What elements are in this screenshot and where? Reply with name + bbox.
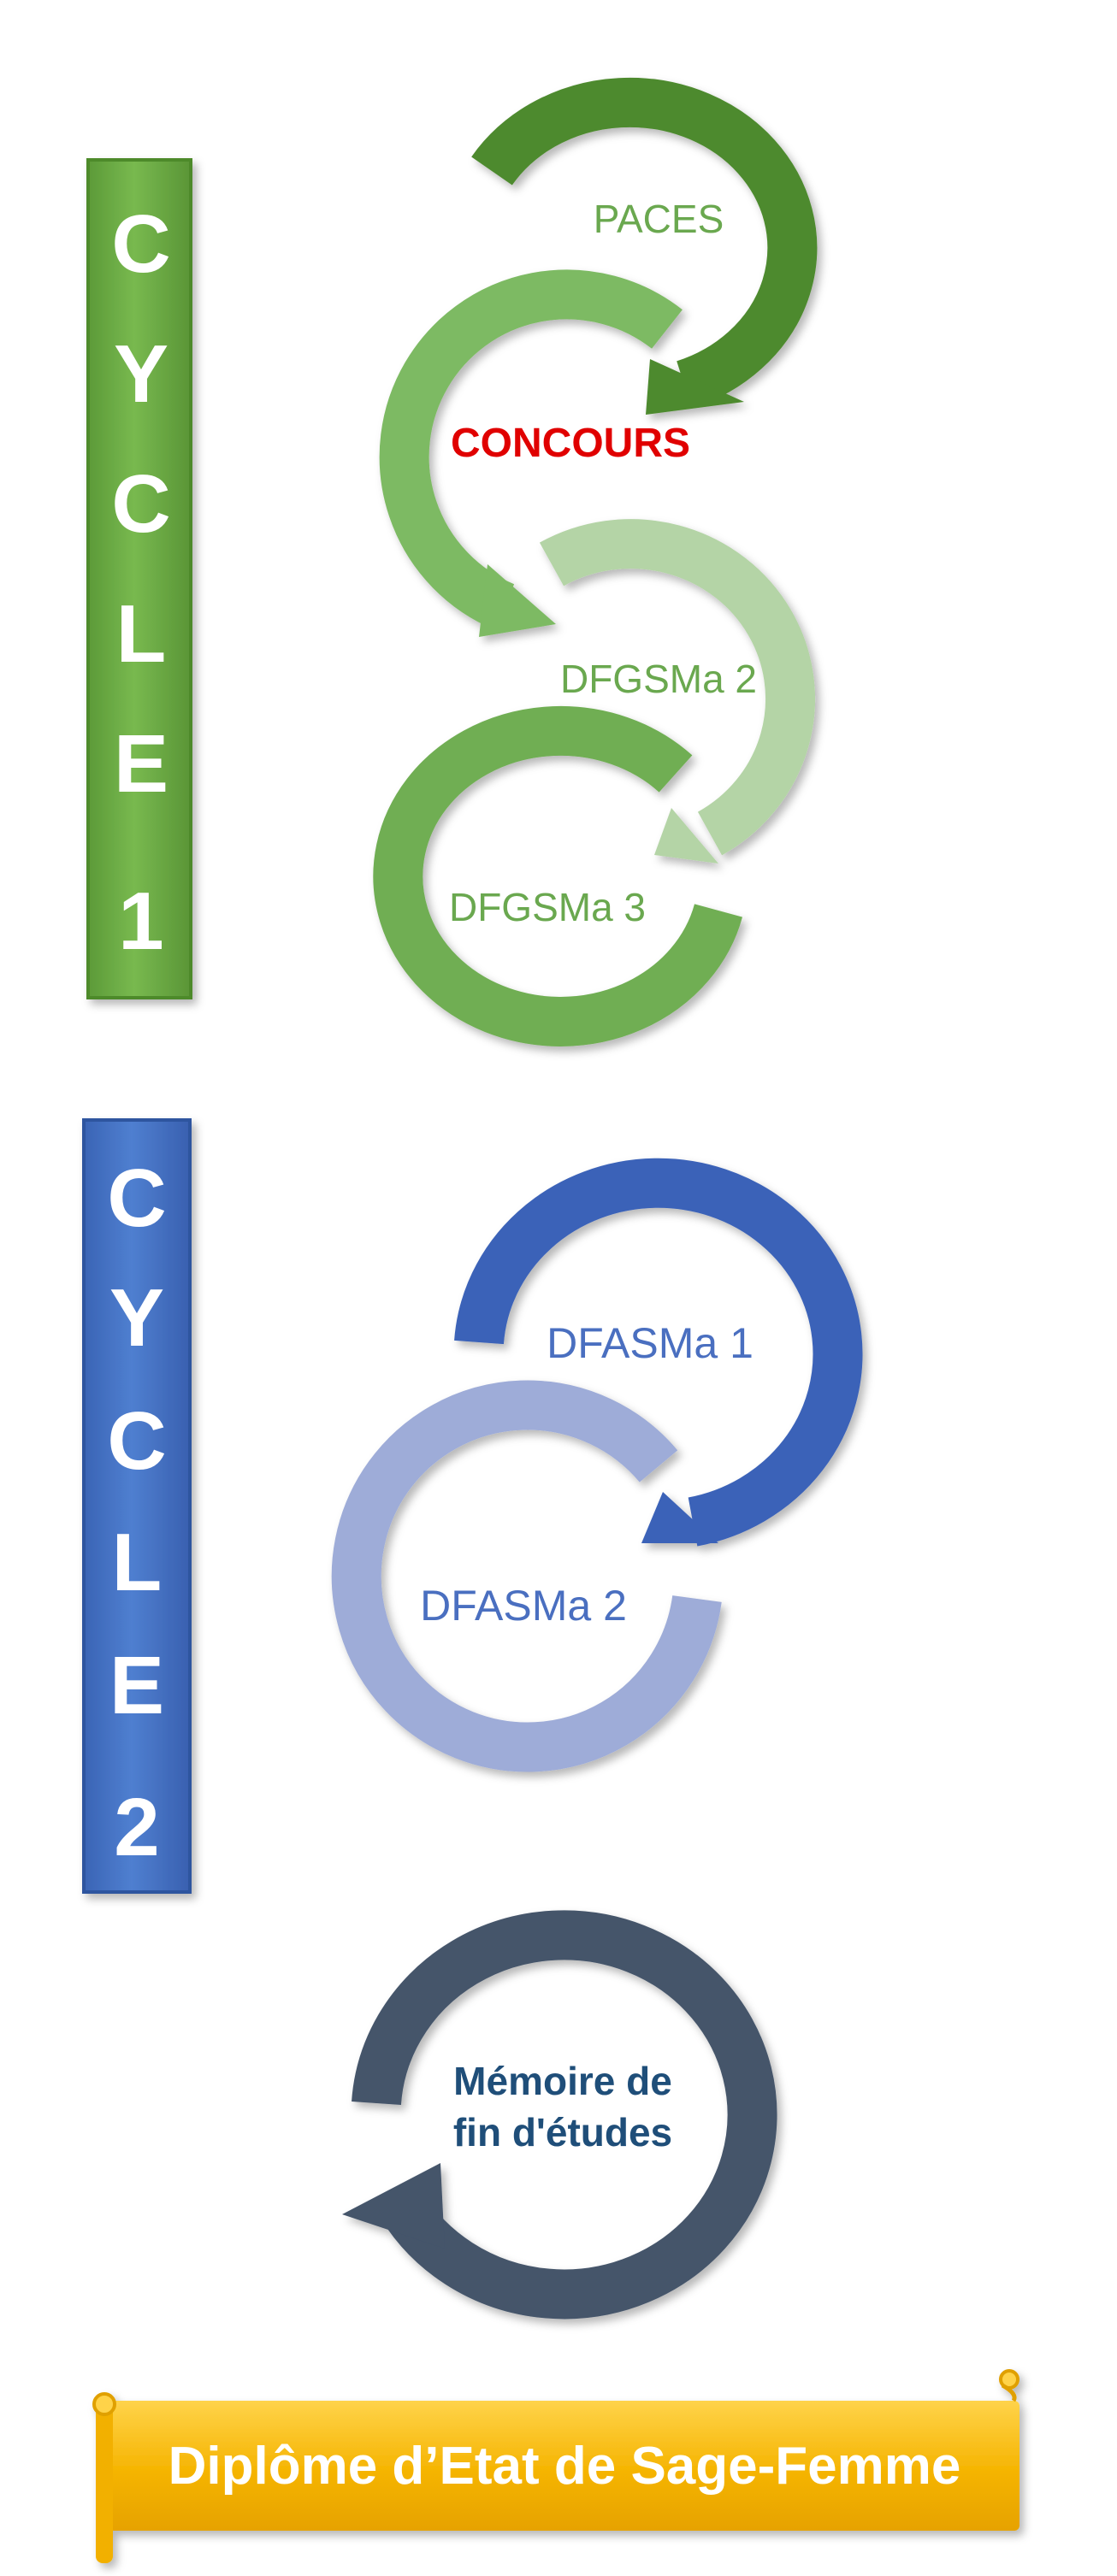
memoire-label-line2: fin d'études: [453, 2110, 672, 2155]
step-dfgsma3-label: DFGSMa 3: [449, 885, 646, 929]
cycle1-letter: C: [111, 198, 170, 290]
cycle2-letter: C: [107, 1395, 166, 1487]
diploma-label: Diplôme d’Etat de Sage-Femme: [168, 2437, 961, 2496]
cycle2-letter: Y: [109, 1272, 164, 1364]
paces-arrow: [471, 77, 818, 415]
cycle2-bar-background: [82, 1118, 192, 1894]
scroll-left-roll: [96, 2401, 113, 2563]
cycle2-letter: L: [112, 1517, 163, 1608]
cycle1-number: 1: [118, 875, 163, 967]
dfasma2-arrow: [331, 1380, 722, 1772]
diploma-scroll: [92, 2369, 1019, 2563]
dfgsma2-arrow: [539, 519, 815, 864]
step-concours-label: CONCOURS: [451, 421, 690, 466]
step-dfgsma2-label: DFGSMa 2: [560, 657, 757, 701]
cycle2-flow: [331, 1158, 863, 1772]
step-dfasma2-label: DFASMa 2: [420, 1582, 627, 1630]
cycle2-letter: C: [107, 1152, 166, 1244]
cycle1-flow: [373, 77, 818, 1046]
diploma-banner: [96, 2401, 1019, 2531]
cycle2-number: 2: [114, 1782, 159, 1873]
step-dfasma1-label: DFASMa 1: [547, 1319, 754, 1367]
cycle1-letter: E: [114, 718, 168, 810]
cycle1-letter: L: [116, 588, 167, 680]
cycle1-letter: Y: [114, 328, 168, 420]
concours-arrow: [379, 269, 683, 637]
dfgsma3-arrow: [373, 705, 742, 1046]
memoire-arrow: [342, 1910, 777, 2320]
scroll-right-tail: [1001, 2383, 1017, 2402]
cycle1-bar: C Y C L E 1: [86, 158, 192, 999]
cycle2-bar: C Y C L E 2: [82, 1118, 192, 1894]
cycle1-bar-background: [86, 158, 192, 999]
cycle2-letter: E: [109, 1640, 164, 1731]
scroll-left-curl: [92, 2392, 116, 2416]
step-paces-label: PACES: [594, 197, 724, 241]
dfasma1-arrow: [454, 1158, 863, 1547]
cycle1-letter: C: [111, 458, 170, 550]
memoire-label-line1: Mémoire de: [453, 2059, 672, 2103]
